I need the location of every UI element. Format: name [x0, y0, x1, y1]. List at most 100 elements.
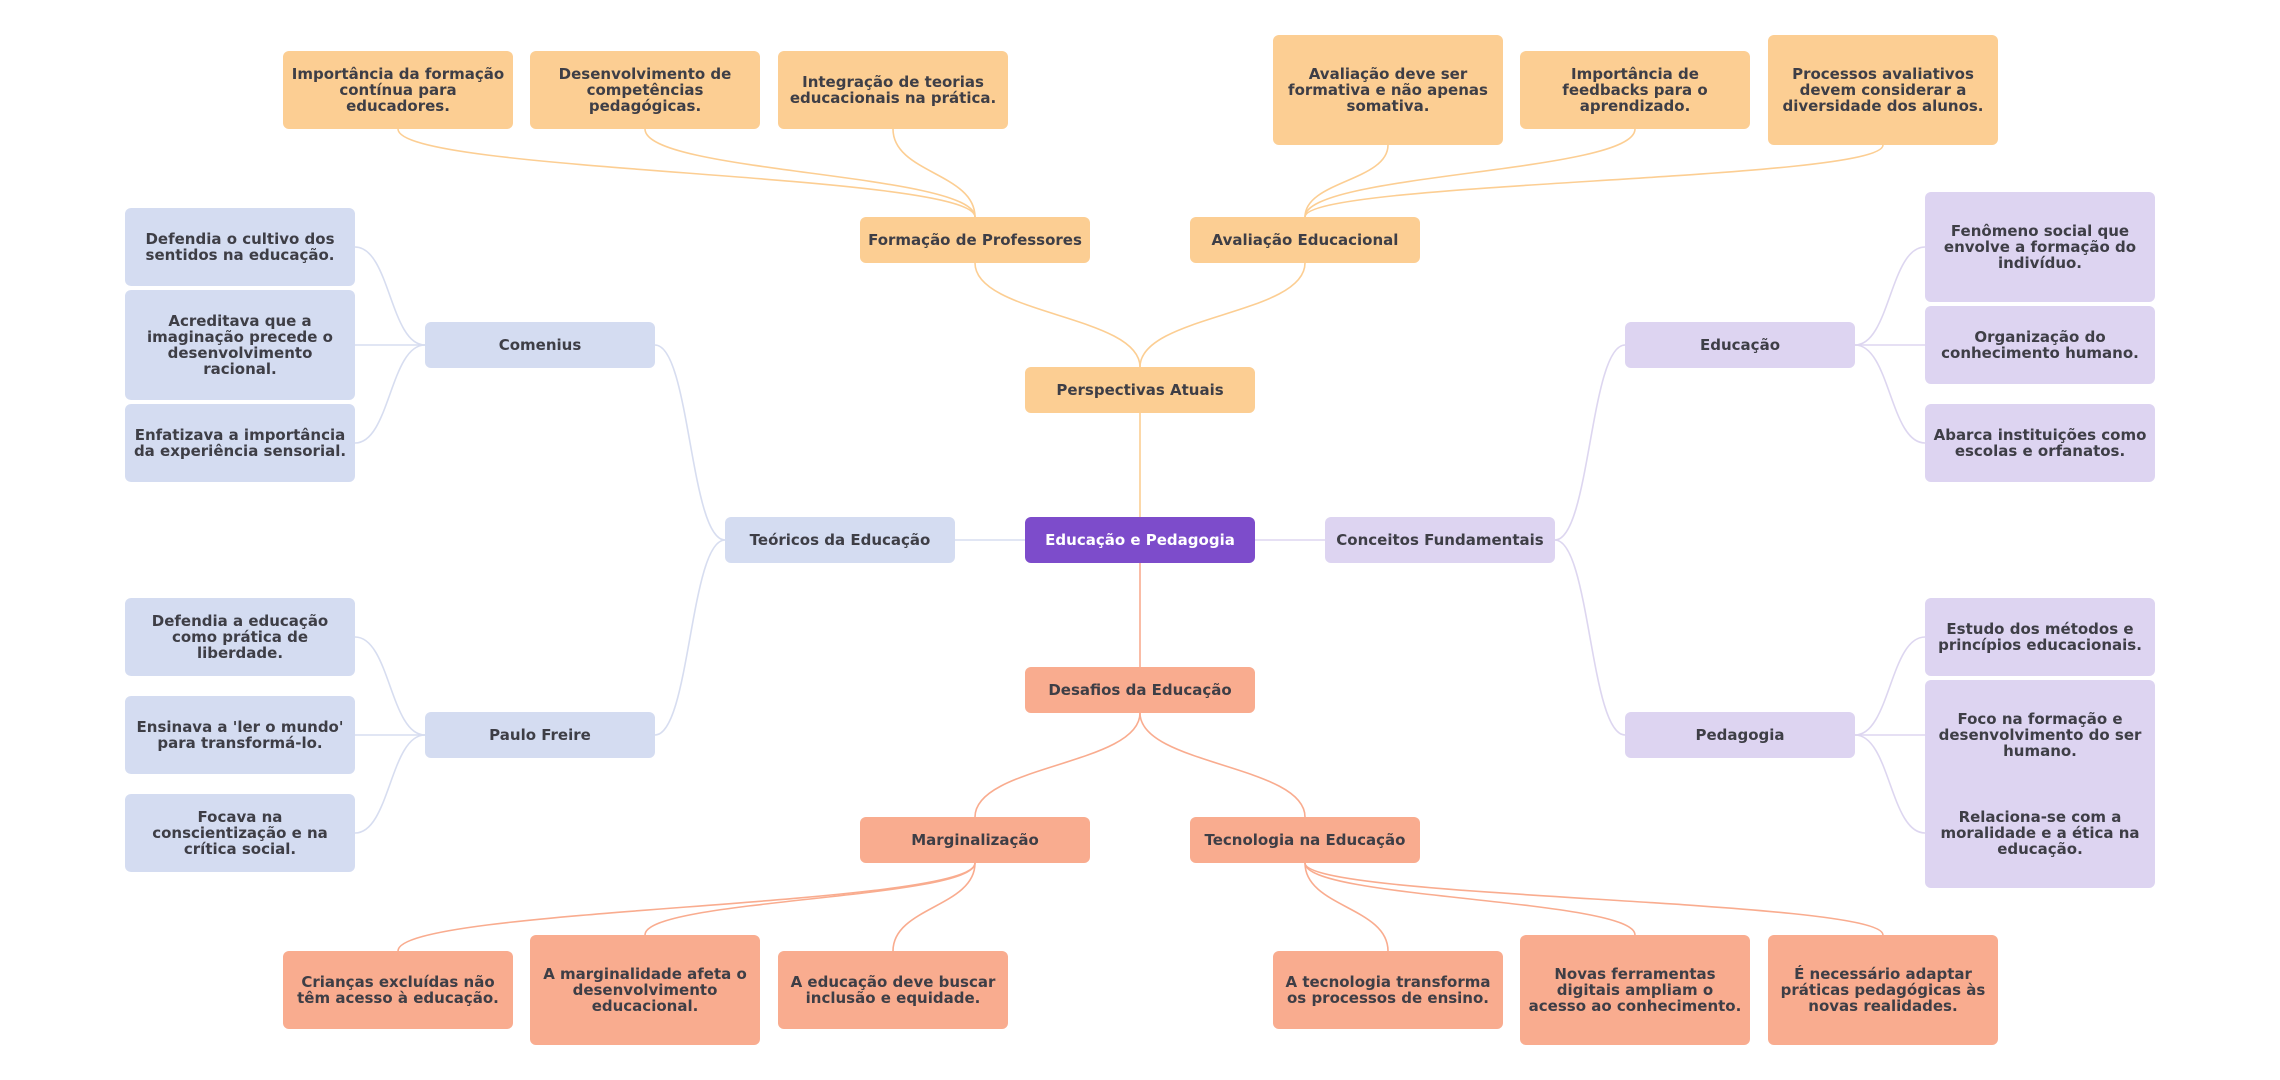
educacao-label: Educação [1700, 336, 1780, 354]
formacao-item-3[interactable]: Integração de teorias educacionais na pr… [778, 51, 1008, 129]
perspectivas-label: Perspectivas Atuais [1056, 381, 1224, 399]
conceitos-node[interactable]: Conceitos Fundamentais [1325, 517, 1555, 563]
pedagogia-item-2-text: Foco na formação e desenvolvimento do se… [1938, 710, 2142, 760]
marginalizacao-item-1-text: Crianças excluídas não têm acesso à educ… [297, 973, 499, 1007]
tecnologia-node[interactable]: Tecnologia na Educação [1190, 817, 1420, 863]
formacao-node[interactable]: Formação de Professores [860, 217, 1090, 263]
marginalizacao-node[interactable]: Marginalização [860, 817, 1090, 863]
formacao-item-3-text: Integração de teorias educacionais na pr… [789, 73, 997, 107]
pedagogia-item-2[interactable]: Foco na formação e desenvolvimento do se… [1925, 680, 2155, 790]
connector-27 [354, 734, 426, 834]
educacao-item-3-text: Abarca instituições como escolas e orfan… [1933, 426, 2147, 460]
pedagogia-item-1-text: Estudo dos métodos e princípios educacio… [1938, 620, 2142, 654]
connector-7 [1304, 144, 1389, 218]
connector-4 [397, 128, 976, 218]
connector-8 [1304, 128, 1636, 218]
avaliacao-item-1[interactable]: Avaliação deve ser formativa e não apena… [1273, 35, 1503, 145]
conceitos-label: Conceitos Fundamentais [1336, 531, 1544, 549]
connector-36 [1854, 734, 1926, 834]
tecnologia-item-3[interactable]: É necessário adaptar práticas pedagógica… [1768, 935, 1998, 1045]
connector-18 [1304, 862, 1884, 936]
connector-24 [354, 344, 426, 444]
connector-13 [397, 862, 976, 952]
avaliacao-item-2[interactable]: Importância de feedbacks para o aprendiz… [1520, 51, 1750, 129]
pedagogia-item-3[interactable]: Relaciona-se com a moralidade e a ética … [1925, 778, 2155, 888]
connector-14 [644, 862, 976, 936]
connector-25 [354, 636, 426, 736]
avaliacao-item-1-text: Avaliação deve ser formativa e não apena… [1288, 65, 1488, 115]
connector-17 [1304, 862, 1636, 936]
formacao-item-2[interactable]: Desenvolvimento de competências pedagógi… [530, 51, 760, 129]
comenius-item-3[interactable]: Enfatizava a importância da experiência … [125, 404, 355, 482]
comenius-label: Comenius [498, 336, 582, 354]
marginalizacao-item-1[interactable]: Crianças excluídas não têm acesso à educ… [283, 951, 513, 1029]
connector-16 [1304, 862, 1389, 952]
avaliacao-item-2-text: Importância de feedbacks para o aprendiz… [1562, 65, 1708, 115]
comenius-item-3-text: Enfatizava a importância da experiência … [133, 426, 347, 460]
tecnologia-item-2-text: Novas ferramentas digitais ampliam o ace… [1528, 965, 1742, 1015]
educacao-item-1-text: Fenômeno social que envolve a formação d… [1943, 222, 2137, 272]
connector-5 [644, 128, 976, 218]
connector-12 [1139, 712, 1306, 818]
tecnologia-item-1[interactable]: A tecnologia transforma os processos de … [1273, 951, 1503, 1029]
formacao-item-1[interactable]: Importância da formação contínua para ed… [283, 51, 513, 129]
pedagogia-item-1[interactable]: Estudo dos métodos e princípios educacio… [1925, 598, 2155, 676]
connector-22 [354, 246, 426, 346]
educacao-node[interactable]: Educação [1625, 322, 1855, 368]
comenius-item-1[interactable]: Defendia o cultivo dos sentidos na educa… [125, 208, 355, 286]
desafios-label: Desafios da Educação [1048, 681, 1232, 699]
connector-11 [974, 712, 1141, 818]
connector-6 [892, 128, 976, 218]
pedagogia-label: Pedagogia [1695, 726, 1785, 744]
freire-item-1[interactable]: Defendia a educação como prática de libe… [125, 598, 355, 676]
educacao-item-2-text: Organização do conhecimento humano. [1941, 328, 2139, 362]
marginalizacao-item-3[interactable]: A educação deve buscar inclusão e equida… [778, 951, 1008, 1029]
teoricos-node[interactable]: Teóricos da Educação [725, 517, 955, 563]
comenius-item-1-text: Defendia o cultivo dos sentidos na educa… [145, 230, 335, 264]
root-label: Educação e Pedagogia [1045, 531, 1235, 549]
tecnologia-item-1-text: A tecnologia transforma os processos de … [1285, 973, 1491, 1007]
connector-31 [1854, 246, 1926, 346]
educacao-item-3[interactable]: Abarca instituições como escolas e orfan… [1925, 404, 2155, 482]
educacao-item-1[interactable]: Fenômeno social que envolve a formação d… [1925, 192, 2155, 302]
freire-item-3-text: Focava na conscientização e na crítica s… [152, 808, 328, 858]
root-node[interactable]: Educação e Pedagogia [1025, 517, 1255, 563]
freire-item-2-text: Ensinava a 'ler o mundo' para transformá… [136, 718, 344, 752]
teoricos-label: Teóricos da Educação [749, 531, 931, 549]
perspectivas-node[interactable]: Perspectivas Atuais [1025, 367, 1255, 413]
formacao-item-2-text: Desenvolvimento de competências pedagógi… [558, 65, 732, 115]
pedagogia-item-3-text: Relaciona-se com a moralidade e a ética … [1940, 808, 2140, 858]
avaliacao-item-3[interactable]: Processos avaliativos devem considerar a… [1768, 35, 1998, 145]
freire-item-1-text: Defendia a educação como prática de libe… [151, 612, 329, 662]
avaliacao-node[interactable]: Avaliação Educacional [1190, 217, 1420, 263]
marginalizacao-item-2[interactable]: A marginalidade afeta o desenvolvimento … [530, 935, 760, 1045]
connector-21 [654, 539, 726, 736]
marginalizacao-label: Marginalização [911, 831, 1039, 849]
marginalizacao-item-2-text: A marginalidade afeta o desenvolvimento … [543, 965, 747, 1015]
freire-label: Paulo Freire [489, 726, 591, 744]
tecnologia-item-3-text: É necessário adaptar práticas pedagógica… [1780, 965, 1986, 1015]
pedagogia-node[interactable]: Pedagogia [1625, 712, 1855, 758]
formacao-label: Formação de Professores [868, 231, 1082, 249]
avaliacao-label: Avaliação Educacional [1211, 231, 1399, 249]
connector-34 [1854, 636, 1926, 736]
avaliacao-item-3-text: Processos avaliativos devem considerar a… [1782, 65, 1984, 115]
freire-item-2[interactable]: Ensinava a 'ler o mundo' para transformá… [125, 696, 355, 774]
connector-29 [1554, 344, 1626, 541]
freire-node[interactable]: Paulo Freire [425, 712, 655, 758]
tecnologia-label: Tecnologia na Educação [1204, 831, 1406, 849]
connector-3 [1139, 262, 1306, 368]
connector-20 [654, 344, 726, 541]
educacao-item-2[interactable]: Organização do conhecimento humano. [1925, 306, 2155, 384]
comenius-item-2[interactable]: Acreditava que a imaginação precede o de… [125, 290, 355, 400]
tecnologia-item-2[interactable]: Novas ferramentas digitais ampliam o ace… [1520, 935, 1750, 1045]
formacao-item-1-text: Importância da formação contínua para ed… [291, 65, 505, 115]
connector-15 [892, 862, 976, 952]
desafios-node[interactable]: Desafios da Educação [1025, 667, 1255, 713]
comenius-node[interactable]: Comenius [425, 322, 655, 368]
freire-item-3[interactable]: Focava na conscientização e na crítica s… [125, 794, 355, 872]
connector-9 [1304, 144, 1884, 218]
connector-2 [974, 262, 1141, 368]
comenius-item-2-text: Acreditava que a imaginação precede o de… [147, 312, 333, 378]
